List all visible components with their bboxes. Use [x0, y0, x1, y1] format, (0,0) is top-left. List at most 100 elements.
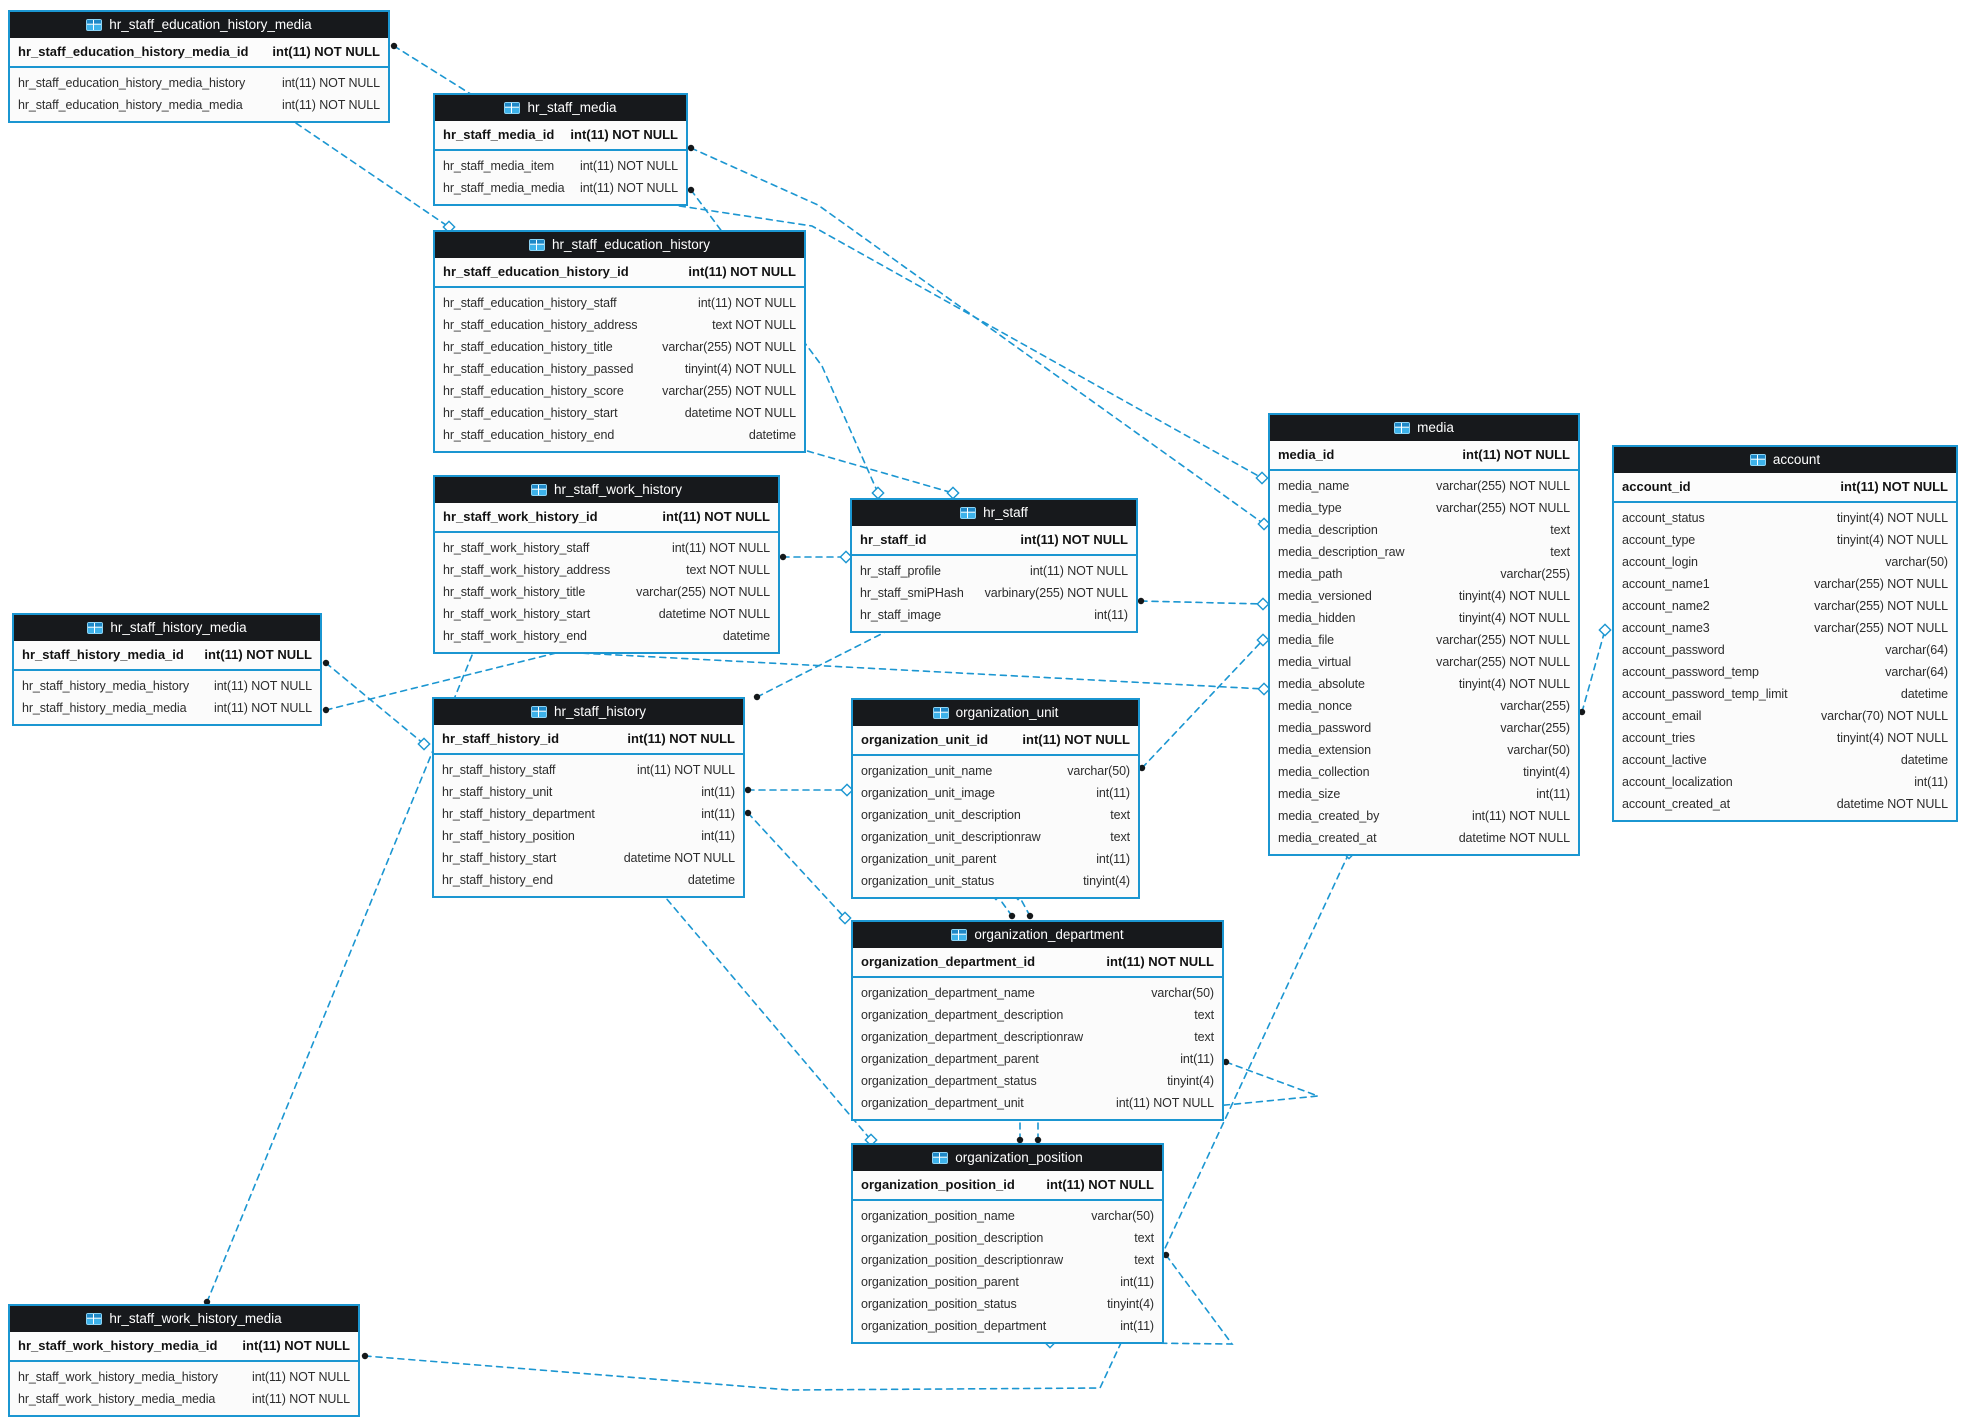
- relationship-line[interactable]: [659, 890, 872, 1141]
- column-row[interactable]: hr_staff_education_history_media_history…: [10, 72, 388, 94]
- relationship-line[interactable]: [756, 622, 904, 698]
- relationship-line[interactable]: [364, 852, 1350, 1391]
- relationship-line[interactable]: [1581, 629, 1606, 713]
- relationship-line[interactable]: [286, 116, 450, 228]
- relationship-hr_staff_history_media-to-media[interactable]: [322, 651, 1271, 714]
- entity-header[interactable]: hr_staff_education_history: [435, 232, 804, 258]
- entity-header[interactable]: hr_staff_history_media: [14, 615, 320, 641]
- relationship-line[interactable]: [325, 651, 1265, 711]
- entity-header[interactable]: hr_staff_media: [435, 95, 686, 121]
- relationship-line[interactable]: [690, 189, 879, 494]
- relationship-media-to-account[interactable]: [1578, 623, 1612, 716]
- relationship-line[interactable]: [1141, 639, 1264, 769]
- relationship-line[interactable]: [796, 447, 954, 494]
- entity-header[interactable]: organization_position: [853, 1145, 1162, 1171]
- relationship-line[interactable]: [1153, 1061, 1319, 1113]
- relationship-hr_staff_education_history_media-to-hr_staff_education_history[interactable]: [283, 113, 456, 234]
- entity-header[interactable]: hr_staff_education_history_media: [10, 12, 388, 38]
- relationship-hr_staff_history-to-organization_position[interactable]: [656, 887, 878, 1147]
- relationship-organization_unit-to-media[interactable]: [1138, 633, 1270, 772]
- relationship-hr_staff_work_history-to-hr_staff[interactable]: [779, 550, 853, 564]
- entity-header[interactable]: hr_staff_work_history_media: [10, 1306, 358, 1332]
- entity-header[interactable]: hr_staff: [852, 500, 1136, 526]
- entity-header[interactable]: organization_unit: [853, 700, 1138, 726]
- relationship-hr_staff-to-media[interactable]: [1137, 597, 1270, 611]
- relationship-line[interactable]: [690, 147, 1265, 525]
